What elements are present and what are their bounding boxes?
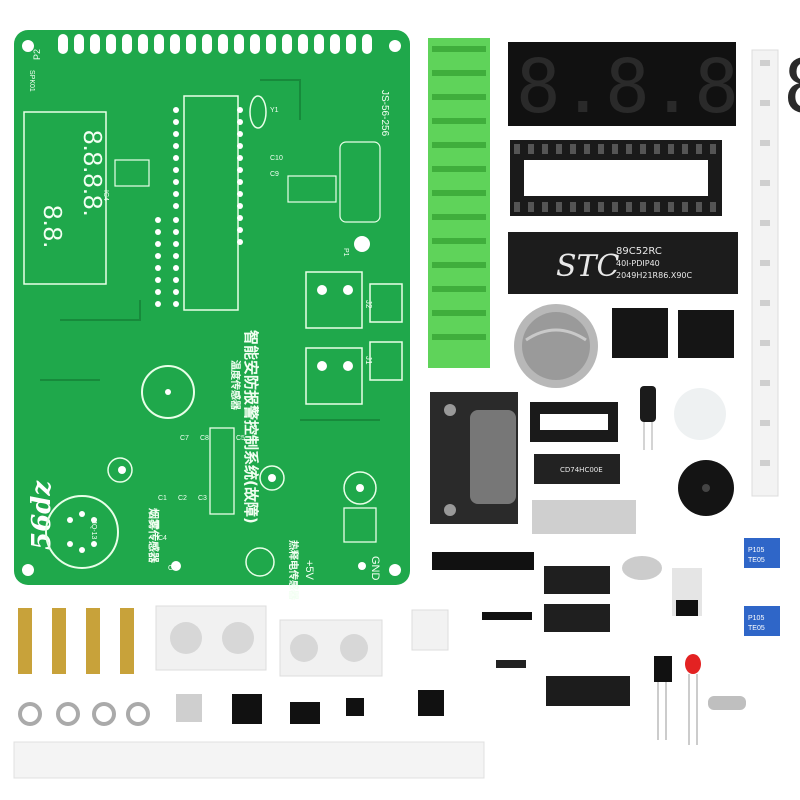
cap-label-c3: C3	[198, 495, 207, 502]
diode	[496, 660, 526, 668]
jumper-2	[290, 702, 320, 724]
plus5v-label: +5V	[303, 560, 315, 581]
hex-nuts	[18, 702, 150, 726]
ic-socket-16pin	[530, 402, 618, 442]
mq-gas-sensor	[514, 304, 598, 388]
board-code: JS-56-256	[379, 90, 390, 137]
crystal-outline	[249, 95, 267, 129]
sop-chip-1	[544, 566, 610, 594]
pot1-top-label: P105	[748, 547, 764, 554]
crystal-oscillator	[708, 696, 746, 710]
header-p2-pads	[58, 34, 372, 54]
board-title: 智能安防报警控制系统(故障)	[242, 330, 260, 524]
transistor-strip	[546, 676, 630, 706]
relay2-outline	[305, 347, 363, 405]
ic-socket-40pin	[510, 140, 722, 216]
pot1-bottom-label: TE05	[748, 557, 765, 564]
pin-header	[482, 612, 532, 620]
mcu-model: 89C52RC	[616, 246, 662, 257]
red-led	[685, 654, 701, 674]
relay-2	[678, 310, 734, 358]
blue-potentiometer-2: P105 TE05	[744, 606, 780, 636]
brand-logo: 56dz	[27, 480, 57, 550]
stc-mcu-chip: STC 89C52RC 40I-PDIP40 2049H21R86.X90C	[508, 232, 738, 294]
db9-connector	[430, 392, 518, 524]
blue-potentiometer-1: P105 TE05	[744, 538, 780, 568]
jumper-1	[232, 694, 262, 724]
resistor-pads	[155, 217, 179, 307]
cap-label-c7: C7	[180, 435, 189, 442]
metal-can-sensor	[622, 556, 662, 580]
svg-text:TE05: TE05	[748, 625, 765, 632]
sop-chip-2	[544, 604, 610, 632]
j1-label: J1	[364, 356, 373, 365]
mq-sensor-outline	[45, 495, 119, 569]
thermal-sensor-label: 热释电传感器	[287, 540, 300, 601]
green-terminal-strip	[428, 38, 490, 368]
jumper-3	[418, 690, 444, 716]
pir-dome	[674, 388, 726, 440]
resistor-tape-strip	[751, 49, 779, 497]
transistor-tape	[532, 500, 636, 534]
brass-standoffs	[18, 608, 134, 674]
smoke-sensor-label: 烟雾传感器	[147, 508, 161, 564]
buzzer-outline	[141, 365, 195, 419]
gnd-label: GND	[369, 556, 381, 581]
cap-label-c10: C10	[270, 155, 283, 162]
button-tray	[176, 694, 202, 722]
ic4-label: IC4	[102, 190, 109, 201]
j2-label: J2	[364, 300, 373, 309]
mcu-line3: 2049H21R86.X90C	[616, 271, 692, 280]
to92-transistor	[654, 656, 672, 682]
cd74hc00-chip: CD74HC00E	[534, 454, 620, 484]
pcb-board: P2 8.8.8.8. 8.8. SPK01 IC4 Y1 JS-56-	[14, 30, 410, 601]
y1-label: Y1	[270, 107, 279, 114]
svg-text:P105: P105	[748, 615, 764, 622]
mq-label: MQ-13	[90, 518, 97, 540]
mcu-line2: 40I-PDIP40	[616, 259, 660, 268]
cap-label-c2: C2	[178, 495, 187, 502]
relay1-outline	[305, 271, 363, 329]
mcu-brand: STC	[556, 249, 620, 284]
board-mcu-footprint	[173, 95, 243, 311]
cap-label-c9: C9	[270, 171, 279, 178]
cap-label-c4: C4	[158, 535, 167, 542]
relay-1	[612, 308, 668, 358]
buffer-chip-label: CD74HC00E	[560, 466, 603, 474]
cap-label-c6: C6	[168, 565, 177, 572]
cap-label-c8: C8	[200, 435, 209, 442]
board-display-outline: 8.8.8.8. 8.8.	[23, 111, 108, 285]
resistor-network	[432, 552, 534, 570]
svg-text:8.8.: 8.8.	[38, 205, 68, 248]
p2-label: P2	[32, 49, 42, 60]
bottom-tape-strip	[13, 741, 485, 779]
board-display-glyphs: 8.8.8.8.	[78, 130, 108, 217]
p1-label: P1	[342, 248, 349, 257]
small-capacitor	[640, 386, 656, 422]
temp-sensor-label: 温度传感器	[229, 360, 242, 411]
small-ic	[346, 698, 364, 716]
cap-label-c1: C1	[158, 495, 167, 502]
spk-label: SPK01	[28, 70, 35, 92]
cap-label-c5: C5	[236, 435, 245, 442]
tactile-switches	[411, 609, 449, 651]
